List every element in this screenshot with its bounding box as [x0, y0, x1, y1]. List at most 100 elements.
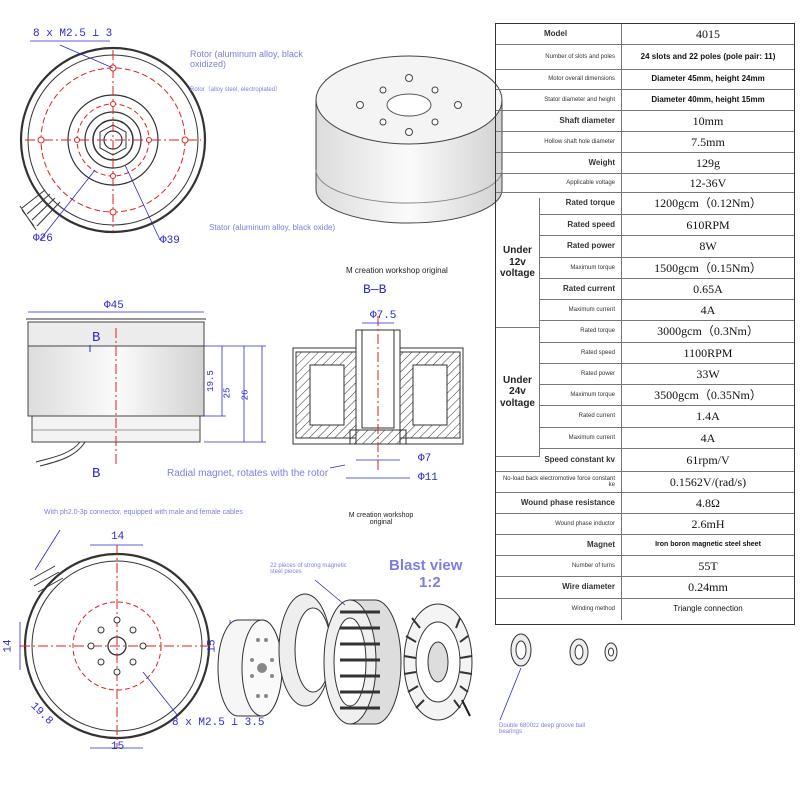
spec-value: Triangle connection [621, 599, 794, 620]
spec-value: 1200gcm（0.12Nm） [621, 193, 794, 214]
spec-label: Rated power [566, 241, 615, 251]
spec-label: Motor overall dimensions [548, 76, 615, 83]
dia-7-label: Φ7 [418, 453, 432, 465]
spec-label: Maximum current [568, 434, 615, 441]
spec-row: Rated power 8W [540, 236, 794, 258]
height-15: 15 [206, 639, 219, 653]
dia-45-label: Φ45 [104, 300, 124, 312]
spec-value: 7.5mm [621, 132, 794, 152]
spec-label: Wound phase inductor [555, 520, 615, 527]
spec-value: 4A [621, 428, 794, 448]
magnets-note: 22 pieces of strong magnetic steel piece… [270, 563, 347, 575]
spec-value: Iron boron magnetic steel sheet [621, 535, 794, 555]
spec-row: Number of slots and poles 24 slots and 22… [496, 45, 794, 70]
height-19-5: 19.5 [205, 370, 216, 392]
radial-magnet-label: Radial magnet, rotates with the rotor [167, 468, 329, 479]
spec-value: 8W [621, 236, 794, 257]
spec-label: Rated power [580, 370, 615, 377]
spec-row: Rated power 33W [540, 364, 794, 385]
spec-label: Stator diameter and height [544, 96, 615, 103]
spec-label: Model [543, 28, 568, 38]
width-14: 14 [111, 531, 125, 543]
spec-row: Applicable voltage 12-36V [496, 174, 794, 193]
spec-value: 4A [621, 300, 794, 320]
spec-value: 1.4A [621, 406, 794, 427]
section-title: M creation workshop original [346, 266, 448, 275]
spec-row: Model 4015 [496, 24, 794, 45]
side-view [26, 311, 266, 467]
iso-view [315, 55, 503, 224]
spec-value: 0.1562V/(rad/s) [621, 472, 794, 492]
blast-view-scale: 1:2 [419, 574, 441, 591]
spec-value: 61rpm/V [621, 449, 794, 471]
spec-row: Speed constant kv 61rpm/V [496, 449, 794, 472]
section-mark: B—B [363, 282, 387, 297]
connector-label: With ph2.0-3p connector, equipped with m… [44, 509, 243, 516]
dia-26-label: Φ26 [33, 233, 53, 245]
section-b-bottom: B [92, 466, 101, 482]
spec-label: Wire diameter [562, 582, 615, 592]
spec-row: Weight 129g [496, 153, 794, 174]
spec-value: 24 slots and 22 poles (pole pair: 11) [621, 45, 794, 69]
spec-label: Speed constant kv [544, 454, 615, 464]
spec-label: Rated current [562, 283, 615, 293]
spec-value: 12-36V [621, 174, 794, 192]
spec-row: Rated torque 3000gcm（0.3Nm） [540, 321, 794, 343]
spec-label: Applicable voltage [566, 179, 615, 186]
workshop-label-2: M creation workshop original [348, 512, 414, 526]
height-14: 14 [2, 639, 15, 653]
spec-label: Winding method [571, 606, 615, 613]
spec-row: Hollow shaft hole diameter 7.5mm [496, 132, 794, 153]
spec-value: 0.65A [621, 279, 794, 299]
spec-row: Maximum current 4A [540, 428, 794, 449]
spec-value: 55T [621, 556, 794, 576]
height-26: 26 [240, 389, 251, 401]
bottom-holes-label: 8 x M2.5 ⟂ 3.5 [172, 717, 265, 729]
spec-label: Maximum torque [570, 391, 615, 398]
spec-row: Wire diameter 0.24mm [496, 577, 794, 599]
spec-label: Maximum current [568, 306, 615, 313]
spec-value: 0.24mm [621, 577, 794, 598]
spec-label: Rated torque [580, 328, 615, 335]
spec-label: Weight [588, 157, 615, 167]
spec-value: 4.8Ω [621, 493, 794, 513]
spec-value: 1500gcm（0.15Nm） [621, 258, 794, 278]
spec-row: Rated speed 1100RPM [540, 343, 794, 364]
spec-value: 33W [621, 364, 794, 384]
spec-label: Number of turns [571, 562, 615, 569]
spec-value: 2.6mH [621, 514, 794, 534]
spec-value: 3000gcm（0.3Nm） [621, 321, 794, 342]
section-view [292, 316, 464, 479]
spec-value: 10mm [621, 111, 794, 131]
spec-label: Rated speed [580, 349, 615, 356]
spec-row: No-load back electromotive force constan… [496, 472, 794, 493]
spec-value: 129g [621, 153, 794, 173]
spec-row: Wound phase inductor 2.6mH [496, 514, 794, 535]
section-b-top: B [92, 330, 101, 346]
top-holes-label: 8 x M2.5 ⟂ 3 [33, 28, 113, 40]
spec-row: Magnet Iron boron magnetic steel sheet [496, 535, 794, 556]
group-24v-label: Under 24v voltage [496, 328, 540, 457]
spec-value: 4015 [621, 24, 794, 44]
bearings-label: Double 6800zz deep groove ball bearings [499, 723, 586, 735]
rotor-steel-label: Rotor（alloy steel, electroplated） [190, 87, 282, 93]
exploded-view [217, 579, 618, 725]
spec-label: Number of slots and poles [545, 53, 615, 60]
blast-view-title: Blast view [389, 557, 463, 574]
spec-value: 1100RPM [621, 343, 794, 363]
spec-value: Diameter 40mm, height 15mm [621, 90, 794, 110]
spec-label: Hollow shaft hole diameter [544, 138, 615, 145]
width-15: 15 [111, 741, 125, 753]
top-view [19, 40, 207, 241]
spec-value: 3500gcm（0.35Nm） [621, 385, 794, 405]
spec-label: Magnet [587, 539, 615, 549]
spec-row: Winding method Triangle connection [496, 599, 794, 620]
spec-label: Rated speed [567, 219, 615, 229]
